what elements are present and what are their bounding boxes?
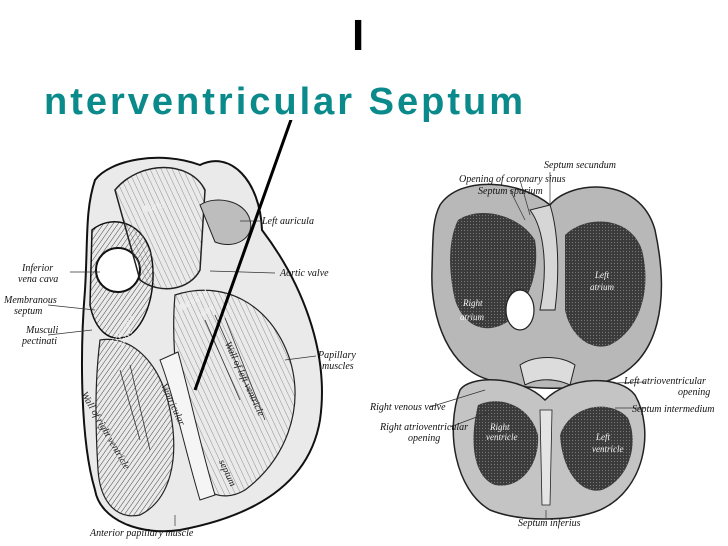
label-musculi-pectinati-2: pectinati (22, 336, 57, 347)
label-musculi-pectinati-1: Musculi (26, 325, 59, 336)
embryo-leader-lines (429, 172, 646, 518)
right-ventricle-space (473, 401, 539, 486)
label-septum-secundum: Septum secundum (544, 160, 616, 171)
label-septum-inferius: Septum inferius (518, 518, 581, 529)
label-anterior-papillary-muscle: Anterior papillary muscle (90, 528, 194, 539)
aorta-trunk (114, 166, 206, 290)
label-left-ventricle-2: ventricle (592, 444, 624, 454)
label-aortic-valve: Aortic valve (280, 268, 329, 279)
left-auricula (199, 199, 252, 245)
label-right-atrium-1: Right (463, 298, 483, 308)
label-papillary-muscles-2: muscles (322, 361, 354, 372)
label-right-ventricle-1: Right (490, 422, 510, 432)
label-inferior-vena-cava-1: Inferior (22, 263, 54, 274)
atrial-septum (529, 204, 559, 311)
label-left-atrium-1: Left (595, 270, 610, 280)
label-right-venous-valve: Right venous valve (370, 402, 446, 413)
label-right-av-opening-2: opening (408, 433, 441, 444)
label-right-atrium-2: atrium (460, 312, 485, 322)
label-left-av-opening-1: Left atrioventricular (624, 376, 706, 387)
label-right-ventricle-2: ventricle (486, 432, 518, 442)
label-left-ventricle-1: Left (596, 432, 611, 442)
slide-title: nterventricular Septum (44, 81, 526, 123)
left-atrium-space (565, 221, 646, 347)
coronary-sinus-opening (505, 289, 535, 331)
label-inferior-vena-cava-2: vena cava (18, 274, 59, 285)
label-left-auricula: Left auricula (262, 216, 314, 227)
heart-section-figure: Aorta Left auricula Inferior vena cava M… (0, 120, 370, 546)
leader-lines (47, 220, 317, 526)
embryonic-heart-figure: Septum secundum Opening of coronary sinu… (370, 160, 728, 540)
label-opening-coronary-sinus: Opening of coronary sinus (459, 174, 566, 185)
ventricular-septum-band (159, 351, 216, 501)
label-membranous-septum-1: Membranous (4, 295, 57, 306)
label-septum-intermedium: Septum intermedium (632, 404, 715, 415)
label-septum-spurium: Septum spurium (478, 186, 543, 197)
septum-intermedium (519, 357, 576, 386)
label-left-atrium-2: atrium (590, 282, 615, 292)
label-papillary-muscles-1: Papillary (318, 350, 356, 361)
embryonic-heart-drawing (429, 172, 663, 520)
label-right-av-opening-1: Right atrioventricular (380, 422, 469, 433)
heart-section-drawing (47, 120, 323, 533)
right-ventricle-cavity (95, 338, 175, 517)
left-ventricle-space (560, 406, 633, 491)
septum-inferius (539, 409, 553, 506)
title-letter: I (352, 11, 365, 60)
chordae-lines (119, 314, 266, 451)
pointer-line (193, 120, 293, 391)
label-membranous-septum-2: septum (14, 306, 43, 317)
label-left-av-opening-2: opening (678, 387, 711, 398)
